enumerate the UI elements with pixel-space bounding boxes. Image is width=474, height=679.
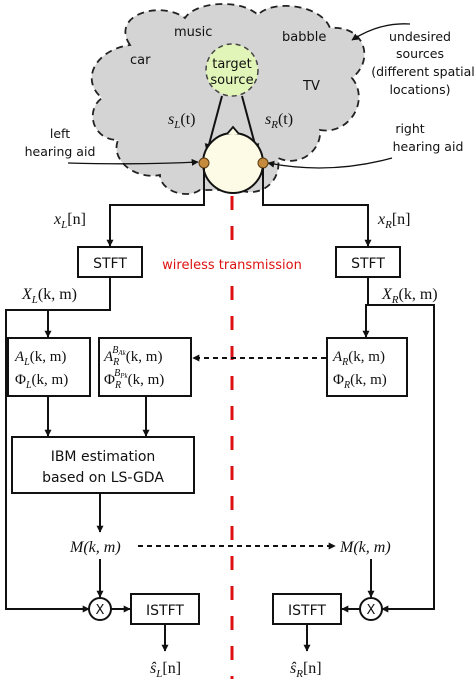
wireless-label-bg <box>158 254 306 274</box>
svg-text:XL(k, m): XL(k, m) <box>21 286 77 306</box>
ibm-estimation-block <box>11 436 195 494</box>
left-hearing-aid-label-2: hearing aid <box>25 144 96 159</box>
multiplier-right-label: X <box>367 603 376 618</box>
wire-xR <box>262 168 372 247</box>
right-hearing-aid-label-1: right <box>395 121 424 136</box>
right-hearing-aid-label-2: hearing aid <box>393 139 464 154</box>
undesired-sources-label-4: locations) <box>390 82 451 97</box>
undesired-sources-pointer <box>351 23 411 41</box>
left-hearing-aid-pointer <box>67 158 199 166</box>
mask-right-label: M(k, m) <box>339 539 391 556</box>
signal-xR-n: xR[n] <box>377 211 411 231</box>
ar-phir-block <box>326 337 408 397</box>
PhiR-label: ΦR(k, m) <box>333 372 387 391</box>
svg-text:xR[n]: xR[n] <box>377 211 411 231</box>
ARB-label: ARBAk(k, m) <box>103 345 162 368</box>
noise-cloud <box>90 3 366 195</box>
stft-right-label: STFT <box>351 256 385 272</box>
wire-xL <box>106 168 205 247</box>
signal-xL-n: xL[n] <box>53 211 86 231</box>
right-hearing-aid-pointer <box>267 157 393 169</box>
svg-text:ŝL[n]: ŝL[n] <box>150 660 181 679</box>
PhiL-label: ΦL(k, m) <box>15 372 68 391</box>
signal-shatR-n: ŝR[n] <box>290 660 322 679</box>
path-to-left-ear <box>204 95 223 153</box>
istft-left-label: ISTFT <box>146 603 184 619</box>
wire-XR-to-AR <box>362 277 370 338</box>
svg-text:AR(k, m): AR(k, m) <box>332 349 385 368</box>
wire-XR-to-mult-right <box>368 304 435 613</box>
wire-XL-to-AL <box>44 277 111 338</box>
target-source-circle <box>205 43 259 97</box>
svg-text:xL[n]: xL[n] <box>53 211 86 231</box>
arb-phirb-block <box>98 337 192 397</box>
signal-sR-t: sR(t) <box>265 111 293 131</box>
svg-text:XR(k, m): XR(k, m) <box>381 286 438 306</box>
undesired-sources-label-2: sources <box>396 46 444 61</box>
ibm-label-1: IBM estimation <box>51 449 156 465</box>
multiplier-left-label: X <box>96 603 105 618</box>
ibm-label-2: based on LS-GDA <box>42 470 164 486</box>
istft-right-label: ISTFT <box>288 603 326 619</box>
left-hearing-aid <box>198 157 210 169</box>
listener-nose <box>226 125 240 135</box>
signal-sL-t: sL(t) <box>168 111 195 131</box>
signal-XL-km: XL(k, m) <box>21 286 77 306</box>
svg-text:ARBAk(k, m): ARBAk(k, m) <box>103 345 162 368</box>
wire-XL-to-mult-left <box>5 309 90 613</box>
right-hearing-aid <box>257 157 269 169</box>
undesired-sources-label-1: undesired <box>389 29 451 44</box>
svg-text:ΦR(k, m): ΦR(k, m) <box>333 372 387 391</box>
svg-text:sL(t): sL(t) <box>168 111 195 131</box>
svg-text:ΦL(k, m): ΦL(k, m) <box>15 372 68 391</box>
noise-tv-label: TV <box>302 79 320 94</box>
left-hearing-aid-label-1: left <box>50 126 70 141</box>
noise-car-label: car <box>130 53 151 68</box>
signal-XR-km: XR(k, m) <box>381 286 438 306</box>
noise-music-label: music <box>174 25 212 40</box>
noise-babble-label: babble <box>282 30 326 45</box>
AL-label: AL(k, m) <box>14 349 66 368</box>
svg-text:ΦRBPk(k, m): ΦRBPk(k, m) <box>104 368 164 391</box>
svg-text:ŝR[n]: ŝR[n] <box>290 660 322 679</box>
target-source-label-1: target <box>212 57 252 72</box>
stft-left-label: STFT <box>93 256 127 272</box>
listener-head <box>202 132 264 194</box>
signal-shatL-n: ŝL[n] <box>150 660 181 679</box>
undesired-sources-label-3: (different spatial <box>371 64 474 79</box>
PhiRB-label: ΦRBPk(k, m) <box>104 368 164 391</box>
svg-text:sR(t): sR(t) <box>265 111 293 131</box>
wireless-transmission-label: wireless transmission <box>162 258 302 273</box>
istft-left-block <box>130 593 200 625</box>
svg-text:AL(k, m): AL(k, m) <box>14 349 66 368</box>
istft-right-block <box>272 593 342 625</box>
AR-label: AR(k, m) <box>332 349 385 368</box>
al-phil-block <box>7 337 91 397</box>
mask-left-label: M(k, m) <box>69 539 121 556</box>
target-source-label-2: source <box>210 73 253 88</box>
